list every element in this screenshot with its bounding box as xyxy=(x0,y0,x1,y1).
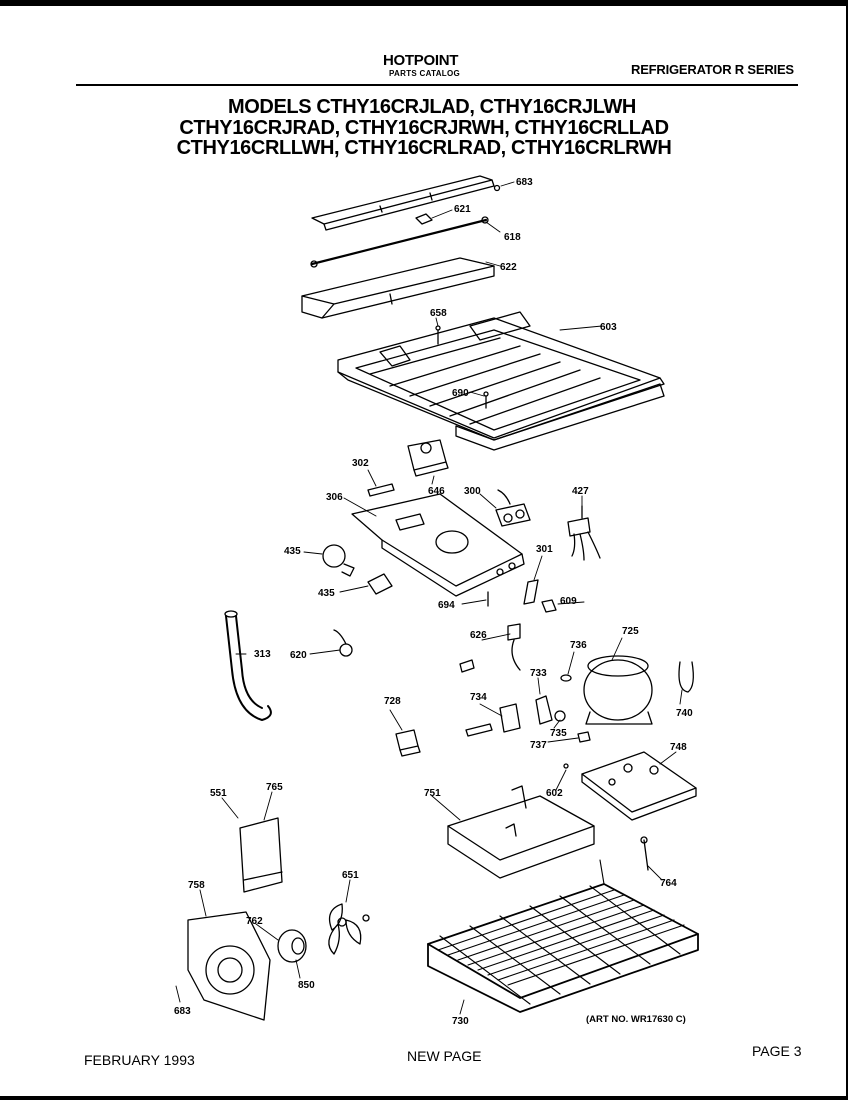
part-label: 603 xyxy=(600,322,617,333)
part-label: 301 xyxy=(536,544,553,555)
part-label: 620 xyxy=(290,650,307,661)
right-border xyxy=(846,6,848,1096)
part-label: 728 xyxy=(384,696,401,707)
fan-motor-part xyxy=(277,929,307,963)
part-label: 734 xyxy=(470,692,487,703)
part-label: 764 xyxy=(660,878,677,889)
part-label: 313 xyxy=(254,649,271,660)
cord-part xyxy=(459,623,521,673)
part-label: 730 xyxy=(452,1016,469,1027)
part-label: 683 xyxy=(174,1006,191,1017)
footer-date: FEBRUARY 1993 xyxy=(84,1052,195,1068)
part-label: 300 xyxy=(464,486,481,497)
part-label: 435 xyxy=(318,588,335,599)
fan-shroud-part xyxy=(187,911,271,1021)
part-label: 762 xyxy=(246,916,263,927)
compressor-tray-part xyxy=(581,751,697,821)
part-label: 618 xyxy=(504,232,521,243)
part-number-labels: 683 621 618 622 658 603 690 302 646 306 … xyxy=(174,177,693,1027)
bulb-part xyxy=(322,544,355,577)
part-label: 551 xyxy=(210,788,227,799)
part-label: 751 xyxy=(424,788,441,799)
part-label: 748 xyxy=(670,742,687,753)
drain-pan-part xyxy=(447,785,595,879)
title-line-3: CTHY16CRLLWH, CTHY16CRLRAD, CTHY16CRLRWH xyxy=(176,137,672,159)
title-line-1: MODELS CTHY16CRJLAD, CTHY16CRJLWH xyxy=(228,96,636,118)
condenser-part xyxy=(427,859,699,1013)
series-label: REFRIGERATOR R SERIES xyxy=(631,62,794,77)
part-label: 622 xyxy=(500,262,517,273)
part-label: 427 xyxy=(572,486,589,497)
part-label: 735 xyxy=(550,728,567,739)
brand-logo: HOTPOINT xyxy=(383,52,459,69)
fan-blade-part xyxy=(328,903,370,955)
part-label: 651 xyxy=(342,870,359,881)
capacitor-part xyxy=(395,729,421,757)
harness-part xyxy=(567,505,601,561)
part-label: 690 xyxy=(452,388,469,399)
part-label: 435 xyxy=(284,546,301,557)
shelf-part xyxy=(337,311,665,451)
part-label: 736 xyxy=(570,640,587,651)
top-border xyxy=(0,0,848,6)
title-line-2: CTHY16CRJRAD, CTHY16CRJRWH, CTHY16CRLLAD xyxy=(179,117,669,139)
part-label: 725 xyxy=(622,626,639,637)
relay-part xyxy=(465,703,521,737)
timer-part xyxy=(407,439,449,477)
part-label: 609 xyxy=(560,596,577,607)
plug-part xyxy=(333,629,353,657)
footer-status: NEW PAGE xyxy=(407,1048,482,1064)
part-label: 733 xyxy=(530,668,547,679)
compressor-part xyxy=(583,655,653,725)
part-label: 765 xyxy=(266,782,283,793)
part-label: 621 xyxy=(454,204,471,215)
part-label: 646 xyxy=(428,486,445,497)
rod-part xyxy=(310,216,489,268)
part-label: 658 xyxy=(430,308,447,319)
part-label: 302 xyxy=(352,458,369,469)
part-label: 758 xyxy=(188,880,205,891)
part-label: 737 xyxy=(530,740,547,751)
part-label: 306 xyxy=(326,492,343,503)
part-label: 850 xyxy=(298,980,315,991)
thermostat-part xyxy=(495,489,531,527)
rail-part xyxy=(311,175,501,231)
bottom-border xyxy=(0,1096,848,1100)
control-housing-part xyxy=(351,493,525,597)
catalog-label: PARTS CATALOG xyxy=(389,69,461,78)
part-label: 683 xyxy=(516,177,533,188)
part-label: 626 xyxy=(470,630,487,641)
channel-part xyxy=(301,257,495,319)
art-number: (ART NO. WR17630 C) xyxy=(586,1014,686,1025)
part-label: 694 xyxy=(438,600,455,611)
page-number: PAGE 3 xyxy=(752,1043,802,1059)
part-label: 740 xyxy=(676,708,693,719)
part-label: 602 xyxy=(546,788,563,799)
drain-tube-part xyxy=(224,610,272,721)
baffle-part xyxy=(239,817,283,893)
header-rule xyxy=(76,84,798,86)
